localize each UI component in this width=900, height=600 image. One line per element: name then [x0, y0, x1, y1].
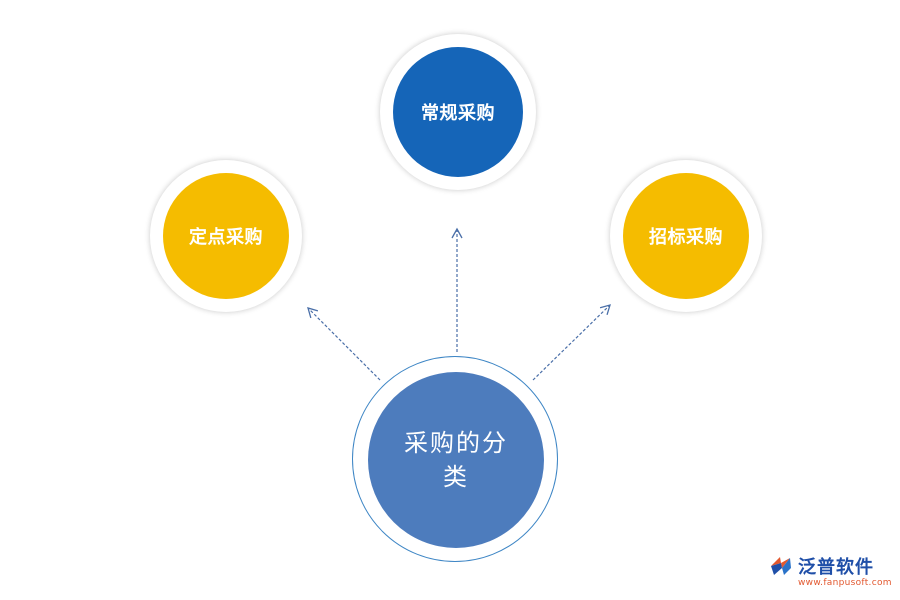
fanpu-logo-icon: [771, 557, 791, 575]
logo: 泛普软件: [768, 553, 874, 579]
node-regular-purchase: 常规采购: [393, 47, 523, 177]
center-label: 采购的分类: [404, 429, 508, 491]
arrow-to-right: [532, 304, 611, 381]
logo-url: www.fanpusoft.com: [798, 578, 892, 588]
node-label: 招标采购: [649, 227, 723, 248]
node-tender-purchase: 招标采购: [623, 173, 749, 299]
logo-name: 泛普软件: [798, 557, 874, 578]
center-node: 采购的分类: [368, 372, 544, 548]
arrow-to-left: [307, 307, 381, 381]
node-label: 常规采购: [421, 103, 495, 124]
node-label: 定点采购: [189, 227, 263, 248]
node-designated-purchase: 定点采购: [163, 173, 289, 299]
